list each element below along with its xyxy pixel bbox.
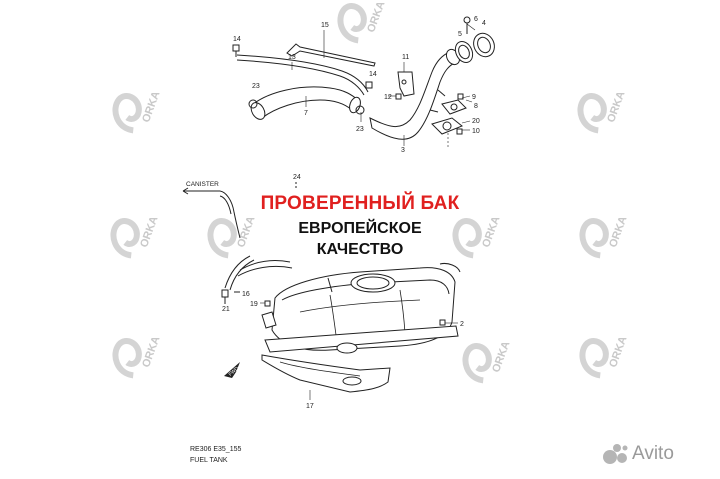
fuel-tank [261, 263, 461, 354]
headline-european: ЕВРОПЕЙСКОЕ [298, 220, 422, 237]
part-label-9: 9 [472, 94, 476, 101]
headline-checked-tank: ПРОВЕРЕННЫЙ БАК [260, 193, 460, 214]
bolt-19 [260, 300, 271, 307]
part-label-21: 21 [222, 306, 230, 313]
watermark-orka-left-lower: ORKA [112, 335, 163, 379]
front-label: FWD [228, 365, 241, 377]
watermark-text: ORKA [490, 340, 512, 375]
watermark-text: ORKA [605, 90, 627, 125]
bolt-10 [456, 128, 463, 135]
front-arrow: FWD [224, 362, 241, 378]
hose-13 [236, 54, 369, 96]
part-label-20: 20 [472, 118, 480, 125]
part-label-3: 3 [401, 147, 405, 154]
part-label-8: 8 [474, 103, 478, 110]
clamp-23-right [355, 105, 365, 115]
bolt-14-right [365, 81, 373, 89]
watermark-orka-right-lower: ORKA [579, 335, 630, 379]
watermark-orka-right-upper: ORKA [577, 90, 628, 134]
gasket-8 [441, 99, 467, 115]
part-label-2: 2 [460, 321, 464, 328]
part-label-7: 7 [304, 110, 308, 117]
part-label-23-left: 23 [252, 83, 260, 90]
part-label-14-left: 14 [233, 36, 241, 43]
part-label-6: 6 [474, 16, 478, 23]
avito-watermark: Avito [602, 443, 674, 465]
watermark-text: ORKA [140, 335, 162, 370]
part-label-15: 15 [321, 22, 329, 29]
part-label-19: 19 [250, 301, 258, 308]
clip-21 [221, 289, 229, 304]
hose-16 [224, 255, 255, 293]
bolt-14-left [232, 44, 240, 57]
bolt-9 [457, 93, 464, 100]
clamp-23-left [248, 99, 258, 109]
hose-7 [250, 86, 361, 120]
part-label-12: 12 [384, 94, 392, 101]
part-label-23-right: 23 [356, 126, 364, 133]
clip-12 [395, 93, 402, 100]
protector-17 [261, 354, 391, 400]
hose-24 [237, 182, 297, 277]
canister-line [182, 187, 241, 239]
filler-pipe-3 [369, 48, 461, 140]
part-label-16: 16 [242, 291, 250, 298]
diagram-name: FUEL TANK [190, 457, 228, 464]
watermark-orka-center-top: ORKA [337, 0, 388, 44]
part-label-11: 11 [402, 54, 409, 61]
diagram-code: RE306 E35_155 [190, 446, 242, 453]
watermark-orka-left-upper: ORKA [112, 90, 163, 134]
watermark-text: ORKA [607, 335, 629, 370]
watermark-text: ORKA [140, 90, 162, 125]
watermark-orka-center-bottom: ORKA [462, 340, 513, 384]
bolt-2 [439, 319, 458, 326]
part-label-24: 24 [293, 174, 301, 181]
part-label-10: 10 [472, 128, 480, 135]
part-label-17: 17 [306, 403, 314, 410]
bracket-11 [397, 71, 415, 97]
part-label-5: 5 [458, 31, 462, 38]
screw-6 [463, 16, 471, 34]
leader-lines-upper [291, 23, 476, 148]
avito-dots-icon [603, 444, 628, 464]
filler-cap-4 [473, 32, 495, 58]
avito-wordmark: Avito [632, 443, 674, 464]
part-label-14-right: 14 [369, 71, 377, 78]
filler-ring-5 [454, 40, 474, 64]
headline-quality: КАЧЕСТВО [316, 241, 404, 258]
strap-15 [286, 43, 376, 67]
part-label-4: 4 [482, 20, 486, 27]
canister-label: CANISTER [186, 181, 219, 188]
plate-20 [431, 117, 463, 135]
watermark-text: ORKA [365, 0, 387, 34]
part-label-13: 13 [288, 54, 296, 61]
